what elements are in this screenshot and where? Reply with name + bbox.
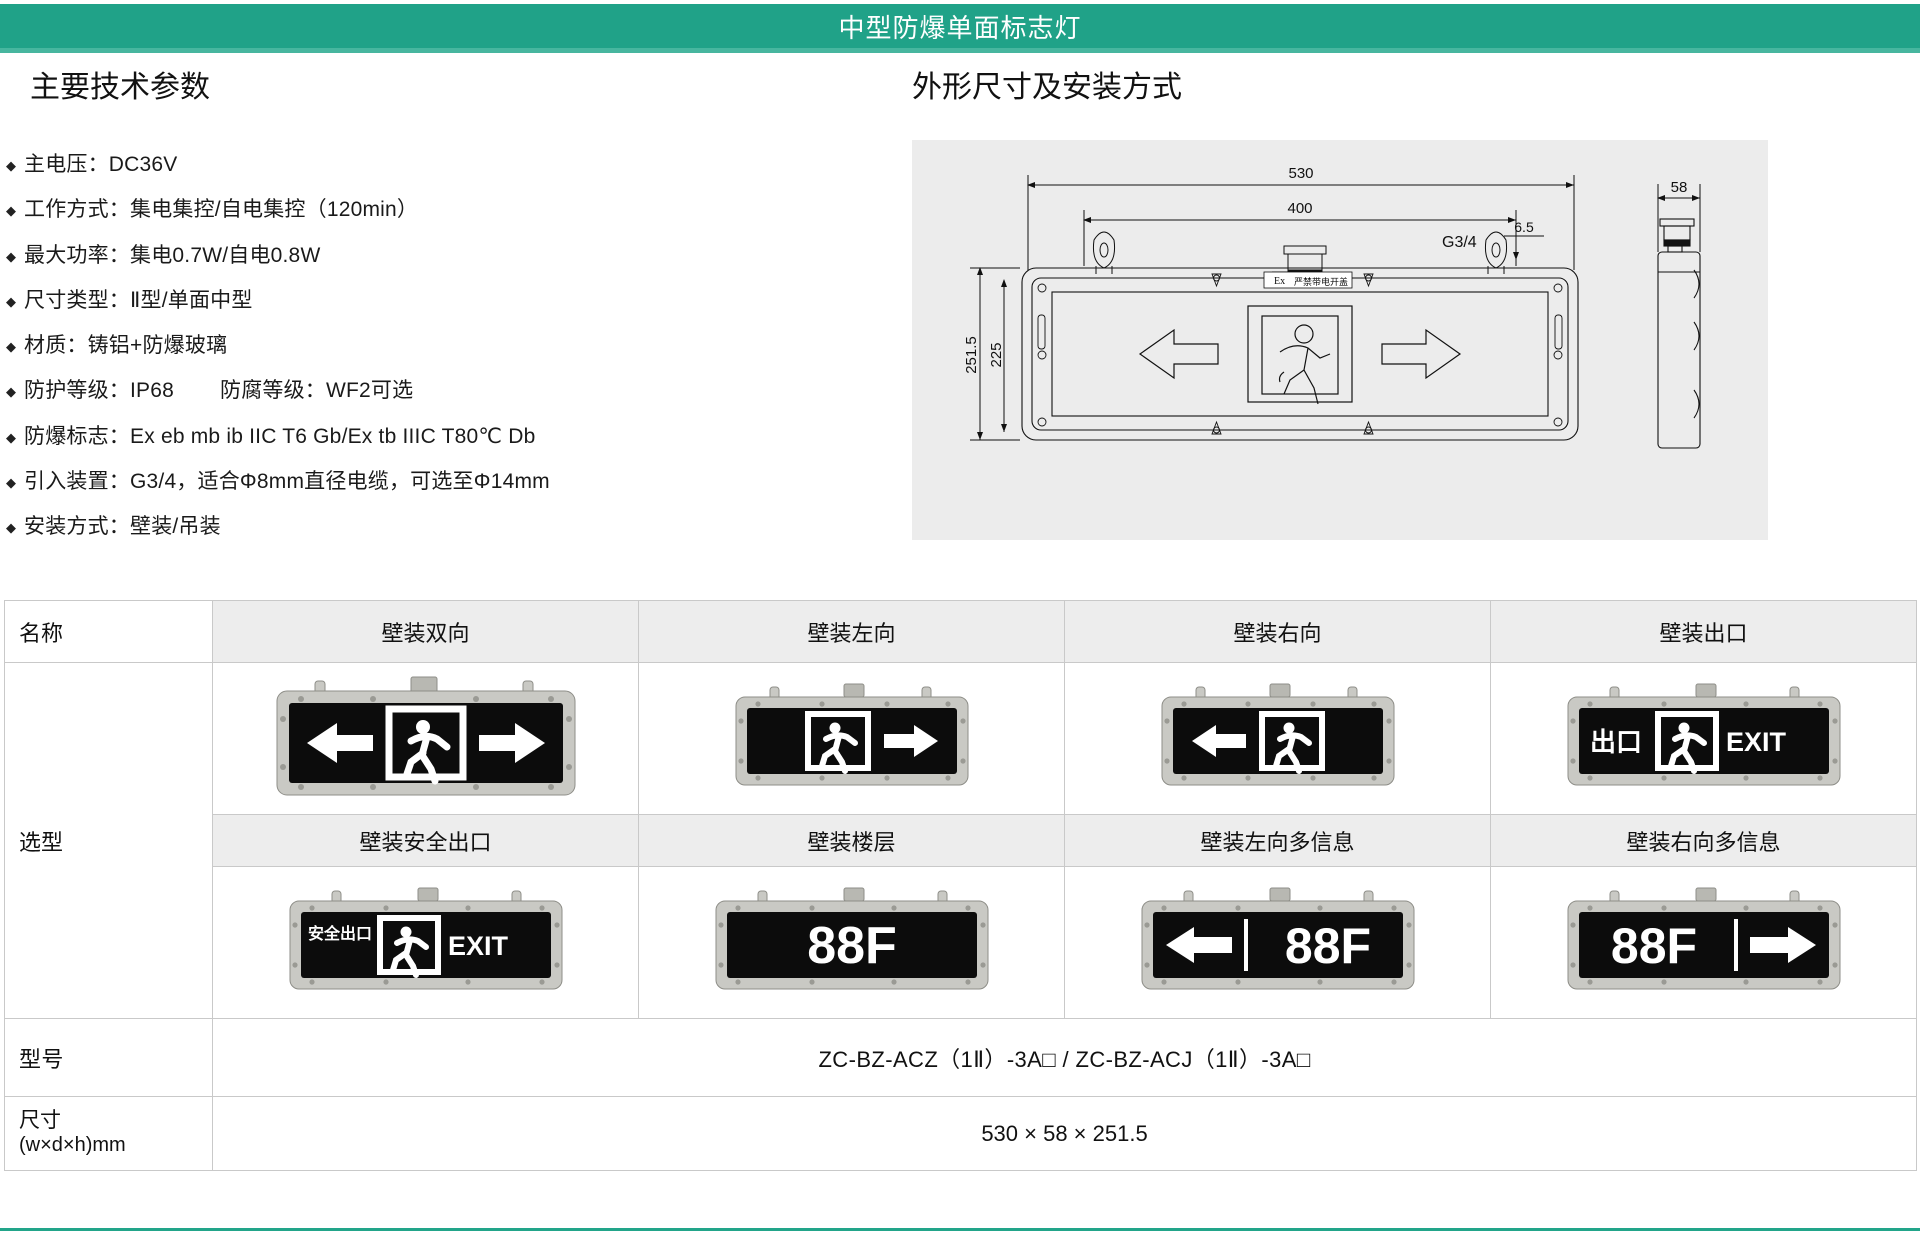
diamond-bullet-icon: ◆ <box>6 293 16 309</box>
dimension-drawing-panel: 530 400 6.5 251.5 225 G3/4 <box>912 140 1768 540</box>
spec-text: 防爆标志：Ex eb mb ib IIC T6 Gb/Ex tb IIIC T8… <box>24 424 536 448</box>
running-man-glyph <box>1247 305 1353 405</box>
column-header-bidirectional: 壁装双向 <box>212 600 639 663</box>
size-label-line1: 尺寸 <box>19 1109 61 1133</box>
product-image-right <box>1064 662 1491 815</box>
safe-exit-label-en: EXIT <box>448 931 509 961</box>
product-image-floor: 88F <box>638 866 1065 1019</box>
table-row-size: 尺寸 (w×d×h)mm 530 × 58 × 251.5 <box>4 1096 1917 1171</box>
exit-label-en: EXIT <box>1726 727 1787 757</box>
warning-label: 严禁带电开盖 <box>1294 276 1348 287</box>
table-row-products-1: 选型 <box>4 662 1917 1019</box>
dim-label-depth: 58 <box>1671 179 1688 196</box>
safe-exit-label-cn: 安全出口 <box>308 924 372 943</box>
spec-text: 最大功率：集电0.7W/自电0.8W <box>24 243 321 267</box>
size-label-line2: (w×d×h)mm <box>19 1134 126 1157</box>
table-row-model: 型号 ZC-BZ-ACZ（1Ⅱ）-3A□ / ZC-BZ-ACJ（1Ⅱ）-3A□ <box>4 1018 1917 1097</box>
diamond-bullet-icon: ◆ <box>6 339 16 354</box>
spec-text: 引入装置：G3/4，适合Φ8mm直径电缆，可选至Φ14mm <box>24 469 550 493</box>
row-label-size: 尺寸 (w×d×h)mm <box>4 1096 213 1171</box>
spec-text: 主电压：DC36V <box>24 153 178 176</box>
dim-label-width-mount: 400 <box>1287 200 1312 217</box>
spec-text: 尺寸类型：Ⅱ型/单面中型 <box>24 288 253 312</box>
column-header-safe-exit: 壁装安全出口 <box>212 814 639 867</box>
spec-item-working-mode: ◆ 工作方式：集电集控/自电集控（120min） <box>6 197 766 223</box>
model-value: ZC-BZ-ACZ（1Ⅱ）-3A□ / ZC-BZ-ACJ（1Ⅱ）-3A□ <box>212 1018 1917 1097</box>
page-banner: 中型防爆单面标志灯 <box>0 4 1920 48</box>
column-header-right: 壁装右向 <box>1064 600 1491 663</box>
specification-list: ◆ 主电压：DC36V ◆ 工作方式：集电集控/自电集控（120min） ◆ 最… <box>6 152 766 559</box>
ex-mark-label: Ex <box>1274 276 1285 287</box>
column-header-exit: 壁装出口 <box>1490 600 1917 663</box>
product-image-left <box>638 662 1065 815</box>
row-label-name: 名称 <box>4 600 213 663</box>
product-image-right-multi: 88F <box>1490 866 1917 1019</box>
diamond-bullet-icon: ◆ <box>6 158 16 173</box>
spec-item-cable-entry: ◆ 引入装置：G3/4，适合Φ8mm直径电缆，可选至Φ14mm <box>6 469 766 495</box>
table-subheader-row: 壁装安全出口 壁装楼层 壁装左向多信息 壁装右向多信息 <box>5 814 1917 867</box>
spec-text: 材质：铸铝+防爆玻璃 <box>24 334 228 357</box>
column-header-left: 壁装左向 <box>638 600 1065 663</box>
diamond-bullet-icon: ◆ <box>6 248 16 264</box>
section-title-technical-parameters: 主要技术参数 <box>30 71 210 104</box>
dim-label-thread: G3/4 <box>1442 234 1477 251</box>
spec-text: 工作方式：集电集控/自电集控（120min） <box>24 198 419 222</box>
floor-number-label: 88F <box>1610 918 1696 974</box>
table-header-row: 名称 壁装双向 壁装左向 壁装右向 壁装出口 <box>4 600 1917 663</box>
banner-underline <box>0 48 1920 53</box>
left-arrow-glyph <box>1138 328 1219 380</box>
spec-item-main-voltage: ◆ 主电压：DC36V <box>6 152 766 178</box>
spec-text: 防护等级：IP68 <box>24 379 174 403</box>
exit-label-cn: 出口 <box>1590 727 1642 757</box>
spec-item-material: ◆ 材质：铸铝+防爆玻璃 <box>6 333 766 359</box>
size-value: 530 × 58 × 251.5 <box>212 1096 1917 1171</box>
dim-label-width-total: 530 <box>1288 165 1313 182</box>
diamond-bullet-icon: ◆ <box>6 474 16 490</box>
row-label-model: 型号 <box>4 1018 213 1097</box>
diamond-bullet-icon: ◆ <box>6 520 16 535</box>
column-header-floor: 壁装楼层 <box>638 814 1065 867</box>
product-image-left-multi: 88F <box>1064 866 1491 1019</box>
floor-number-label: 88F <box>1284 918 1370 974</box>
page-title: 中型防爆单面标志灯 <box>838 12 1082 43</box>
diamond-bullet-icon: ◆ <box>6 384 16 400</box>
spec-text: 安装方式：壁装/吊装 <box>24 515 221 538</box>
section-title-dimensions: 外形尺寸及安装方式 <box>912 71 1182 104</box>
spec-text-anticorrosion: 防腐等级：WF2可选 <box>220 379 414 403</box>
spec-item-size-type: ◆ 尺寸类型：Ⅱ型/单面中型 <box>6 288 766 314</box>
product-image-safe-exit: 安全出口 EXIT <box>212 866 639 1019</box>
product-image-exit: 出口 EXIT <box>1490 662 1917 815</box>
row-label-selection: 选型 <box>4 662 213 1019</box>
dim-label-height-total: 251.5 <box>963 336 980 374</box>
diamond-bullet-icon: ◆ <box>6 203 16 219</box>
dim-label-height-mount: 225 <box>988 342 1005 367</box>
product-variants-table: 名称 壁装双向 壁装左向 壁装右向 壁装出口 选型 <box>4 600 1917 1171</box>
spec-item-ex-marking: ◆ 防爆标志：Ex eb mb ib IIC T6 Gb/Ex tb IIIC … <box>6 424 766 450</box>
spec-item-max-power: ◆ 最大功率：集电0.7W/自电0.8W <box>6 243 766 269</box>
right-arrow-glyph <box>1381 328 1462 380</box>
spec-item-protection-grade: ◆ 防护等级：IP68 防腐等级：WF2可选 <box>6 378 766 404</box>
table-row-products-2: 安全出口 EXIT <box>5 866 1917 1019</box>
dim-label-hole: 6.5 <box>1514 219 1534 235</box>
footer-accent-rule <box>0 1228 1920 1231</box>
column-header-left-multi: 壁装左向多信息 <box>1064 814 1491 867</box>
floor-number-label: 88F <box>807 917 897 975</box>
column-header-right-multi: 壁装右向多信息 <box>1490 814 1917 867</box>
product-image-bidirectional <box>212 662 639 815</box>
spec-item-installation: ◆ 安装方式：壁装/吊装 <box>6 514 766 540</box>
diamond-bullet-icon: ◆ <box>6 429 16 445</box>
